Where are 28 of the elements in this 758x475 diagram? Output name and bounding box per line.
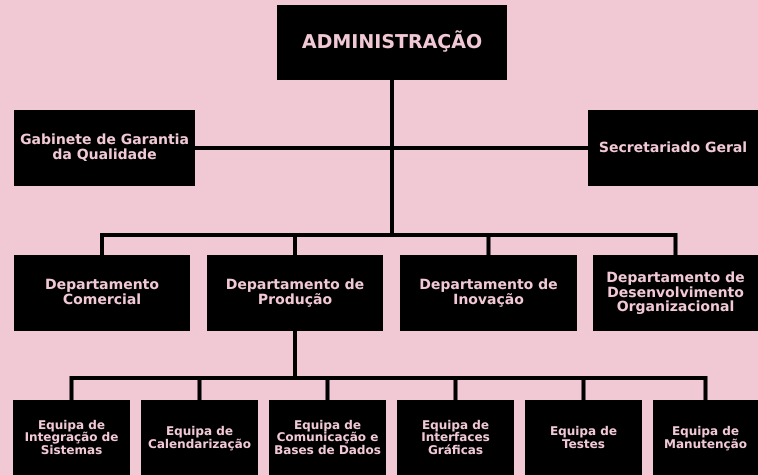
connector-line [293,331,708,400]
org-box [141,400,258,475]
org-box [14,255,190,331]
box-label: Equipa de Testes [548,424,618,450]
org-box [653,400,758,475]
box-label: Equipa de Integração de Sistemas [24,418,120,456]
box-label: Secretariado Geral [598,140,748,156]
box-label: Equipa de Manutenção [663,424,748,450]
org-box [14,110,195,186]
box-label: Departamento de Inovação [418,278,559,308]
org-box [397,400,514,475]
org-box [588,110,758,186]
box-label: Equipa de Interfaces Gráficas [420,418,491,456]
org-box [207,255,383,331]
org-box [277,5,507,80]
box-label: Gabinete de Garantia da Qualidade [19,133,190,163]
box-label: Departamento de Produção [224,278,366,308]
org-box [525,400,642,475]
org-box [13,400,130,475]
org-box [269,400,386,475]
connector-line [390,80,678,255]
box-label: Departamento Comercial [44,278,160,308]
box-label: ADMINISTRAÇÃO [302,32,482,52]
box-label: Departamento de Desenvolvimento Organizacional [605,270,746,316]
org-box [400,255,577,331]
box-label: Equipa de Calendarização [147,424,252,450]
box-label: Equipa de Comunicação e Bases de Dados [273,418,382,456]
org-box [593,255,758,331]
